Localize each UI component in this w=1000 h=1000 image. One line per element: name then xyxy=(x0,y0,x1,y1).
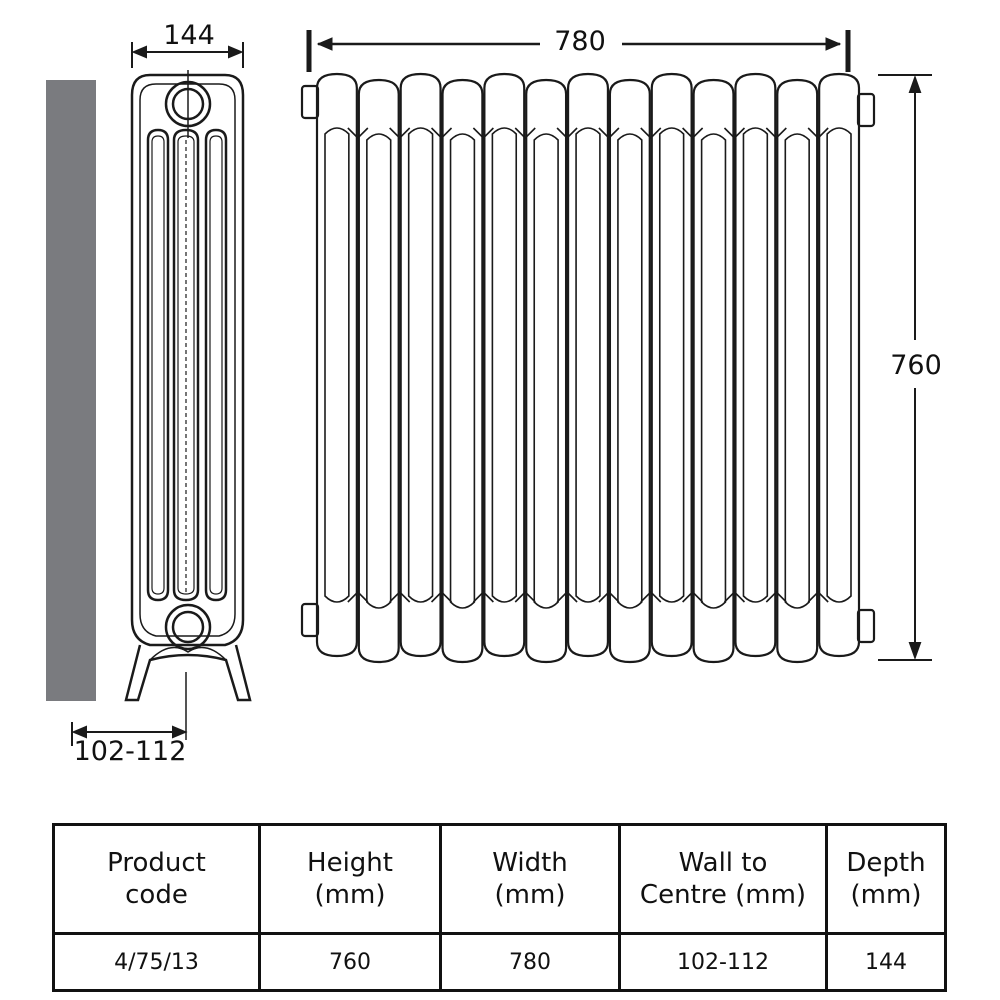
radiator-column xyxy=(483,72,526,658)
header-width: Width (mm) xyxy=(439,823,621,935)
radiator-column-inner xyxy=(784,133,810,609)
width-label: 780 xyxy=(554,26,606,57)
radiator-column-inner xyxy=(658,127,685,603)
radiator-column-inner xyxy=(742,127,769,603)
radiator-column-inner xyxy=(826,127,852,603)
radiator-column-inner xyxy=(449,133,476,609)
cell-wall-to-centre: 102-112 xyxy=(618,932,828,992)
radiator-column xyxy=(818,72,861,658)
radiator-column-inner xyxy=(366,133,392,609)
cell-height: 760 xyxy=(258,932,442,992)
radiator-column xyxy=(650,72,693,658)
specifications-table: Product code Height (mm) Width (mm) Wall… xyxy=(52,823,947,992)
header-product-code: Product code xyxy=(52,823,261,935)
radiator-column-inner xyxy=(617,133,643,609)
radiator-column xyxy=(734,72,777,658)
radiator-column-inner xyxy=(324,127,350,603)
radiator-column xyxy=(315,72,358,658)
table-header-row: Product code Height (mm) Width (mm) Wall… xyxy=(52,823,947,935)
cell-depth: 144 xyxy=(825,932,947,992)
radiator-column-inner xyxy=(575,127,601,603)
radiator-column xyxy=(692,78,735,664)
radiator-column xyxy=(399,72,442,658)
cell-product-code: 4/75/13 xyxy=(52,932,261,992)
header-wall-to-centre: Wall to Centre (mm) xyxy=(618,823,828,935)
width-dimension-line xyxy=(306,30,851,72)
radiator-dimension-diagram: 144 102-112 780 760 xyxy=(46,20,942,767)
wall-block xyxy=(46,80,96,701)
cell-width: 780 xyxy=(439,932,621,992)
radiator-column xyxy=(525,78,568,664)
radiator-column xyxy=(776,78,819,664)
header-height: Height (mm) xyxy=(258,823,442,935)
radiator-column-inner xyxy=(407,127,434,603)
radiator-column-inner xyxy=(533,133,559,609)
header-depth: Depth (mm) xyxy=(825,823,947,935)
height-label: 760 xyxy=(890,350,942,381)
radiator-column xyxy=(608,78,651,664)
depth-dimension-line xyxy=(131,42,244,68)
radiator-side-view xyxy=(124,70,252,740)
height-dimension-line xyxy=(878,74,932,661)
wall-to-centre-label: 102-112 xyxy=(74,736,187,767)
table-row: 4/75/13 760 780 102-112 144 xyxy=(52,932,947,992)
radiator-column xyxy=(441,78,484,664)
radiator-column-inner xyxy=(700,133,727,609)
radiator-front-view xyxy=(300,72,876,664)
radiator-column xyxy=(357,78,400,664)
radiator-column-inner xyxy=(491,127,518,603)
depth-label: 144 xyxy=(163,20,215,51)
wall-to-centre-dimension-line xyxy=(71,722,188,746)
radiator-column xyxy=(566,72,610,658)
